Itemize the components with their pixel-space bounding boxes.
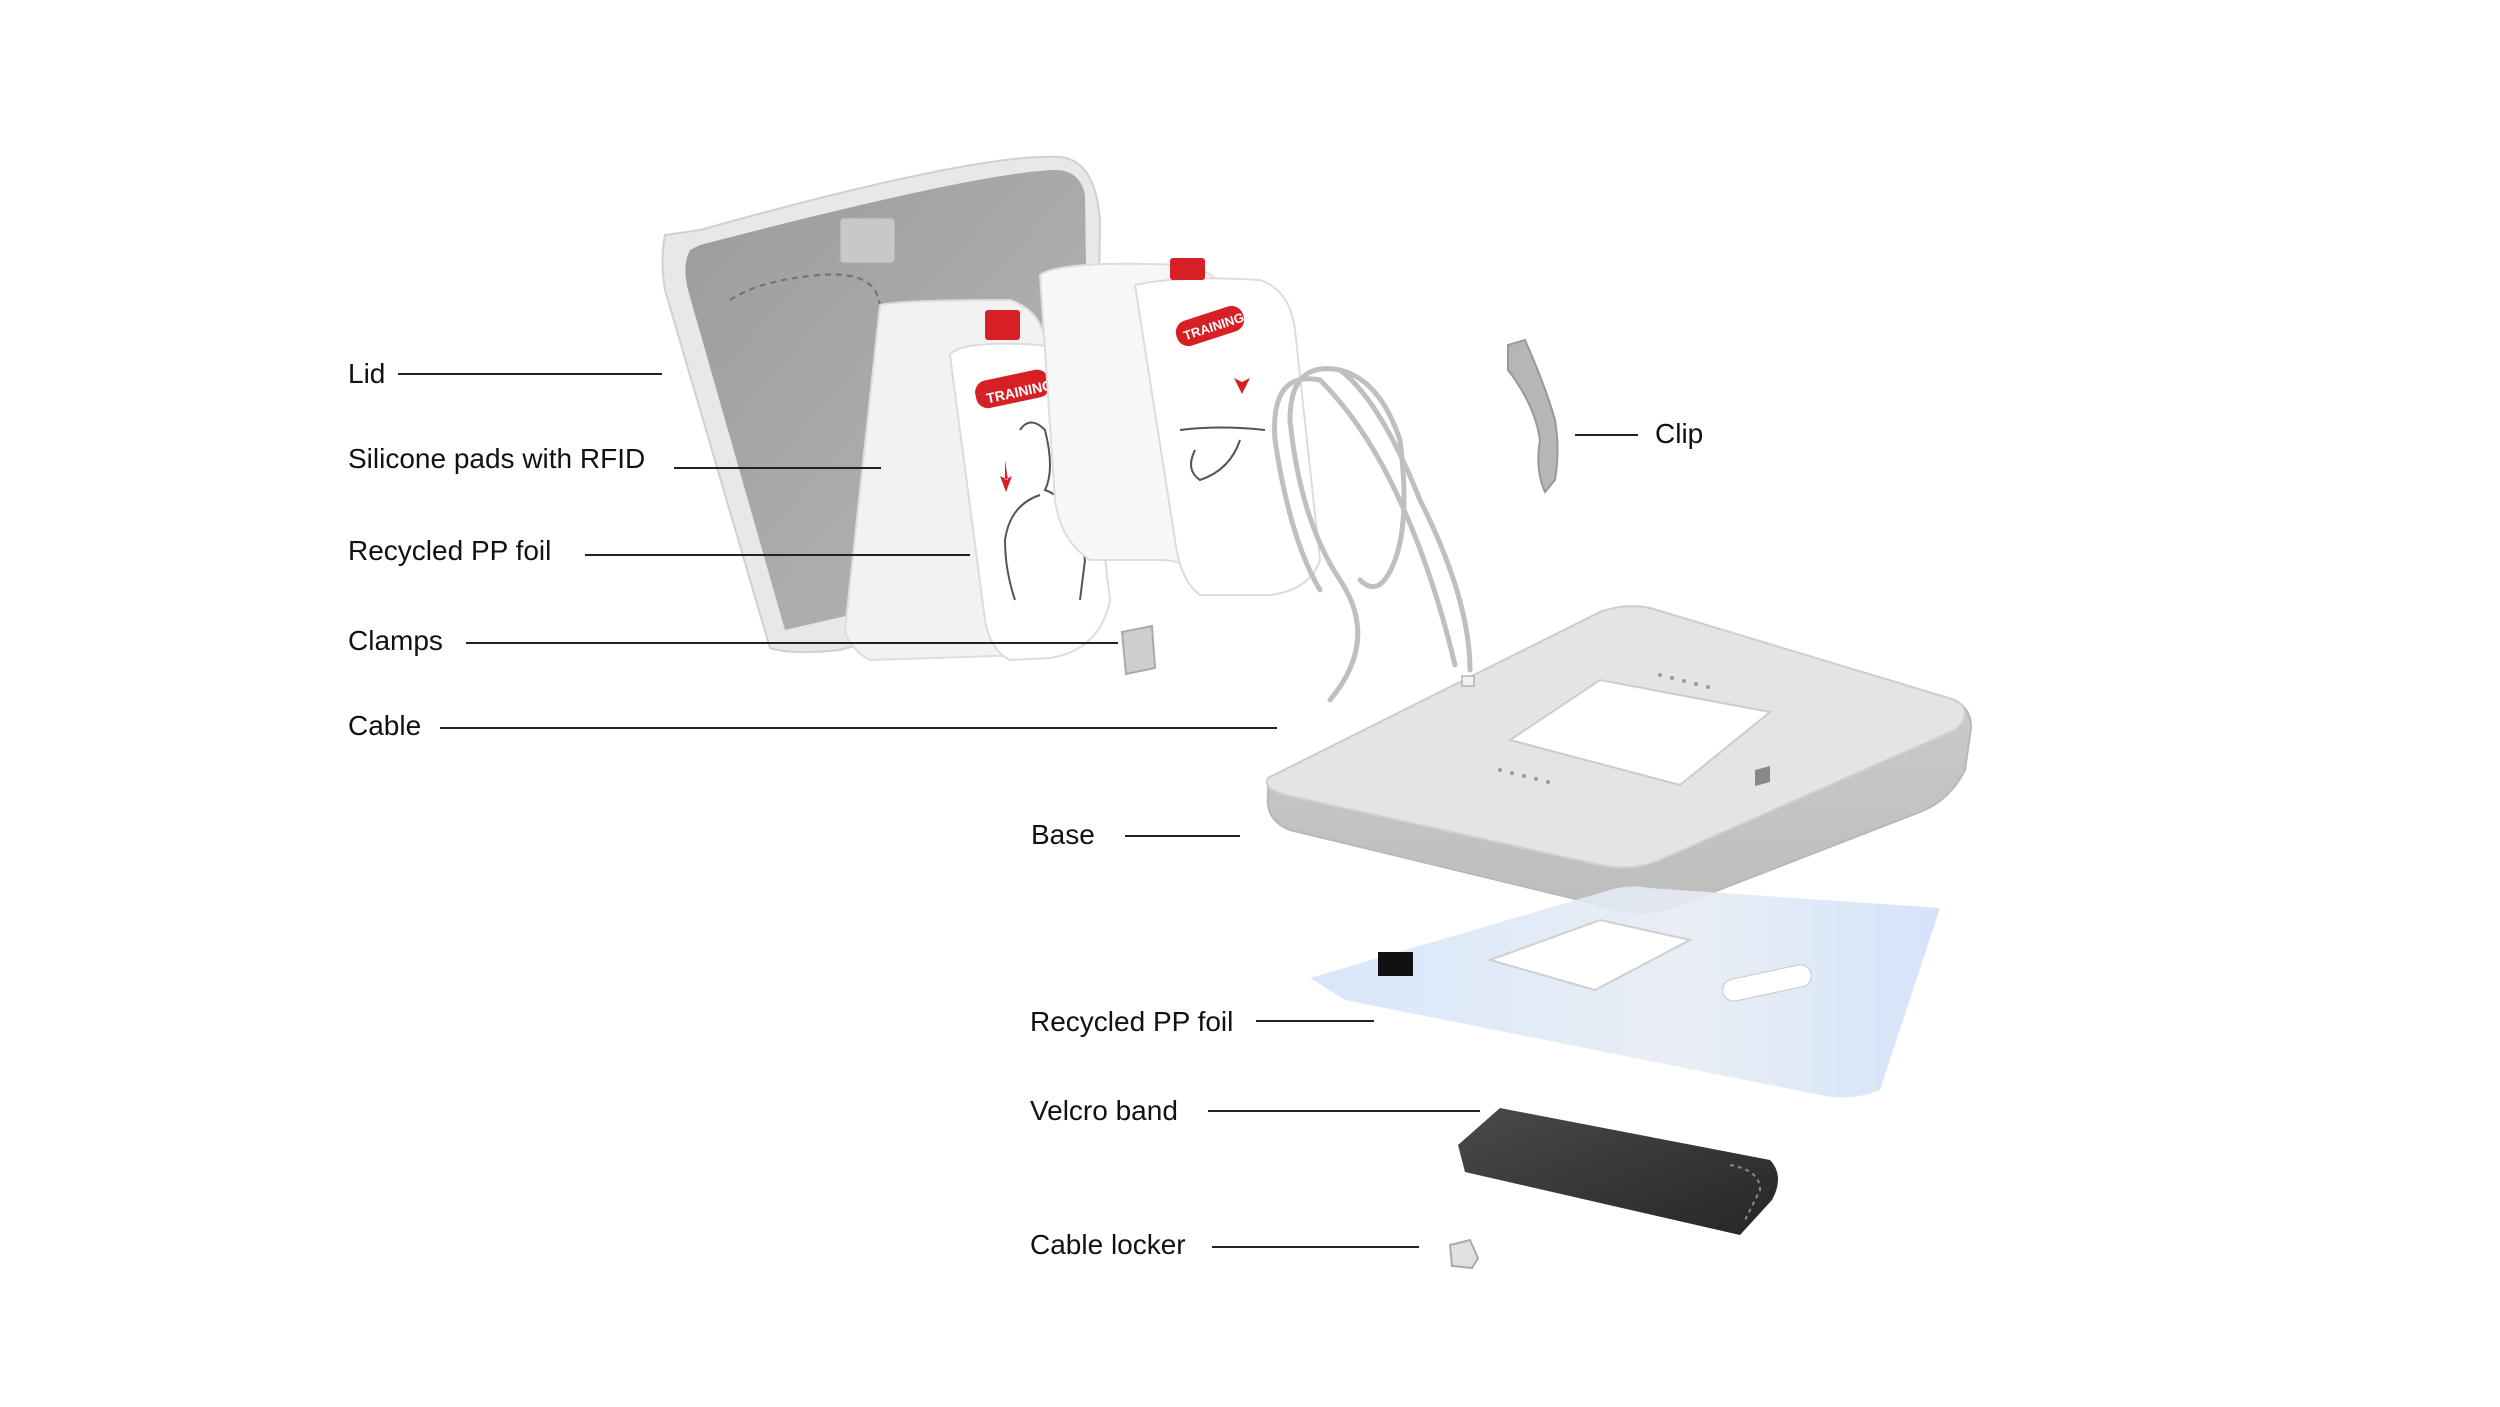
leader-line-cable [440, 727, 1277, 729]
label-clamps: Clamps [348, 625, 443, 656]
label-clip: Clip [1655, 418, 1704, 449]
base-illustration [1265, 605, 1972, 914]
leader-line-velcro-band [1208, 1110, 1480, 1112]
leader-line-silicone-pads [674, 467, 881, 469]
recycled-pp-foil-bottom-illustration [1310, 886, 1940, 1098]
leader-line-clamps [466, 642, 1118, 644]
leader-line-lid [398, 373, 662, 375]
label-recycled-pp-foil-top: Recycled PP foil [348, 535, 552, 566]
leader-line-recycled-pp-foil-top [585, 554, 970, 556]
clamp-illustration [1120, 624, 1157, 676]
silicone-pad-right-illustration: TRAINING [1038, 258, 1322, 597]
label-cable: Cable [348, 710, 422, 741]
label-cable-locker: Cable locker [1030, 1229, 1186, 1260]
clip-illustration [1507, 338, 1559, 494]
label-base: Base [1031, 819, 1095, 850]
label-recycled-pp-foil-bottom: Recycled PP foil [1030, 1006, 1234, 1037]
label-lid: Lid [348, 358, 386, 389]
leader-line-cable-locker [1212, 1246, 1419, 1248]
velcro-band-illustration [1458, 1108, 1779, 1235]
leader-line-recycled-pp-foil-bottom [1256, 1020, 1374, 1022]
label-velcro-band: Velcro band [1030, 1095, 1178, 1126]
cable-illustration [1272, 366, 1473, 703]
leader-line-clip [1575, 434, 1638, 436]
cable-locker-illustration [1448, 1238, 1480, 1270]
leader-line-base [1125, 835, 1240, 837]
label-silicone-pads: Silicone pads with RFID [348, 443, 646, 474]
